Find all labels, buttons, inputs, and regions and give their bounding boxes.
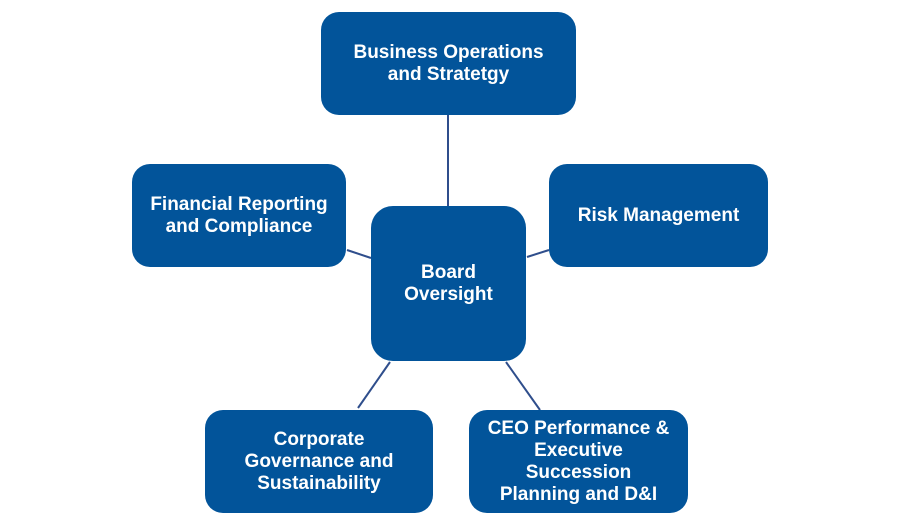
node-label-line: and Compliance [165,215,313,237]
node-label-line: Risk Management [577,204,740,226]
node-financial-reporting: Financial Reporting and Compliance [132,164,346,267]
connector-ceo-performance [505,361,541,411]
node-label-line: Board [421,261,476,283]
node-label-line: Oversight [404,283,493,305]
node-label-line: and Stratetgy [387,63,510,85]
node-label-line: Executive [534,439,623,461]
node-business-operations: Business Operations and Stratetgy [321,12,576,115]
connector-financial-reporting [346,249,372,259]
node-corporate-governance: Corporate Governance and Sustainability [205,410,433,513]
node-label-line: Business Operations [353,41,544,63]
node-risk-management: Risk Management [549,164,768,267]
connector-corporate-governance [357,361,391,409]
node-ceo-performance: CEO Performance & Executive Succession P… [469,410,688,513]
node-label-line: Corporate [273,428,365,450]
node-label-line: Sustainability [257,472,381,494]
node-label-line: Succession [525,461,632,483]
node-label-line: CEO Performance & [487,417,670,439]
node-label-line: Planning and D&I [499,483,658,505]
node-board-oversight: Board Oversight [371,206,526,361]
node-label-line: Financial Reporting [150,193,328,215]
node-label-line: Governance and [244,450,394,472]
connector-risk-management [526,249,550,258]
